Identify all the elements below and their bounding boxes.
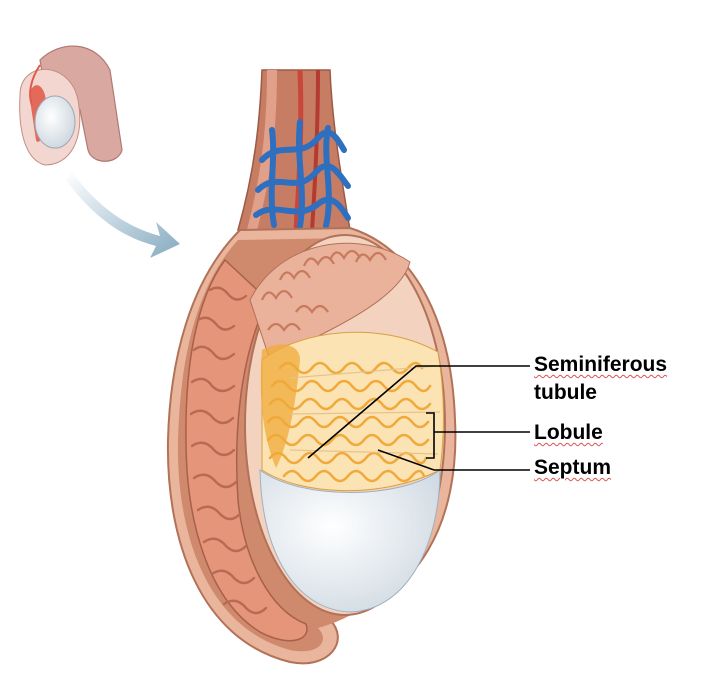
- septa: [289, 365, 441, 455]
- inset-thumbnail: [19, 45, 123, 166]
- leader-lobule-bracket: [426, 412, 435, 459]
- seminiferous-tubules: [266, 361, 432, 483]
- testis-body: [244, 234, 446, 616]
- label-lobule-text: Lobule: [534, 421, 603, 444]
- label-septum-text: Septum: [534, 456, 612, 479]
- pampiniform-veins: [253, 119, 351, 229]
- leader-lines: [307, 365, 530, 471]
- label-tubule-line2: tubule: [534, 381, 597, 404]
- zoom-arrow: [66, 172, 180, 258]
- label-seminiferous-tubule-line2: tubule: [534, 381, 597, 405]
- label-seminiferous-line1: Seminiferous: [534, 353, 668, 376]
- epididymis: [185, 258, 308, 642]
- label-seminiferous-tubule: Seminiferous: [534, 353, 667, 377]
- leader-seminiferous: [307, 365, 530, 459]
- label-lobule: Lobule: [534, 421, 603, 445]
- label-septum: Septum: [534, 456, 611, 480]
- spermatic-cord: [237, 69, 351, 232]
- leader-septum: [377, 449, 530, 471]
